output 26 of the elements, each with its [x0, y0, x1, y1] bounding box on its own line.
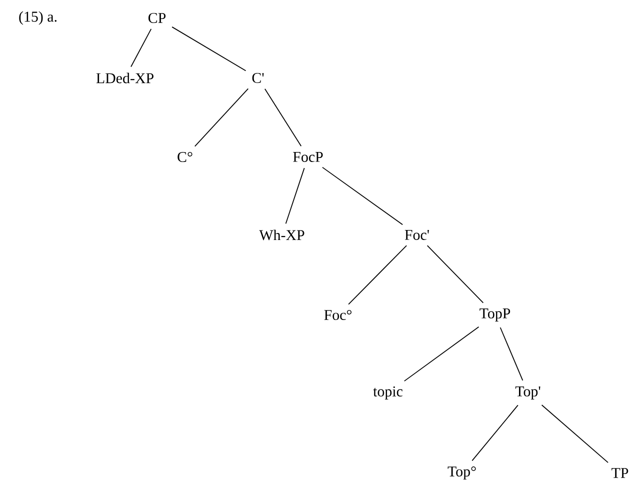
tree-node-label: Foc' [404, 230, 429, 240]
tree-node-label: FocP [293, 152, 323, 162]
tree-node-label: topic [373, 386, 402, 400]
tree-node-label: Top° [448, 466, 476, 480]
tree-node-label: Foc° [324, 310, 352, 320]
tree-node-label: TopP [480, 308, 510, 322]
tree-branch [264, 88, 302, 147]
tree-branch [322, 166, 404, 226]
tree-branch [130, 28, 152, 68]
example-number: (15) a. [19, 11, 57, 25]
tree-node-label: C' [252, 72, 264, 83]
tree-branch [194, 88, 249, 147]
tree-branch [172, 26, 246, 72]
tree-branch [472, 404, 518, 462]
tree-node-label: Top' [515, 386, 540, 400]
tree-node-label: Wh-XP [259, 230, 304, 240]
tree-branch [541, 404, 608, 464]
tree-branch [348, 245, 407, 305]
tree-branch [500, 327, 524, 381]
tree-node-label: TP [612, 468, 628, 478]
tree-node-label: CP [148, 12, 166, 23]
tree-node-label: LDed-XP [96, 72, 154, 84]
tree-branch [404, 326, 480, 382]
tree-node-label: C° [178, 152, 192, 162]
tree-branch [426, 245, 484, 304]
tree-branch [285, 168, 305, 224]
